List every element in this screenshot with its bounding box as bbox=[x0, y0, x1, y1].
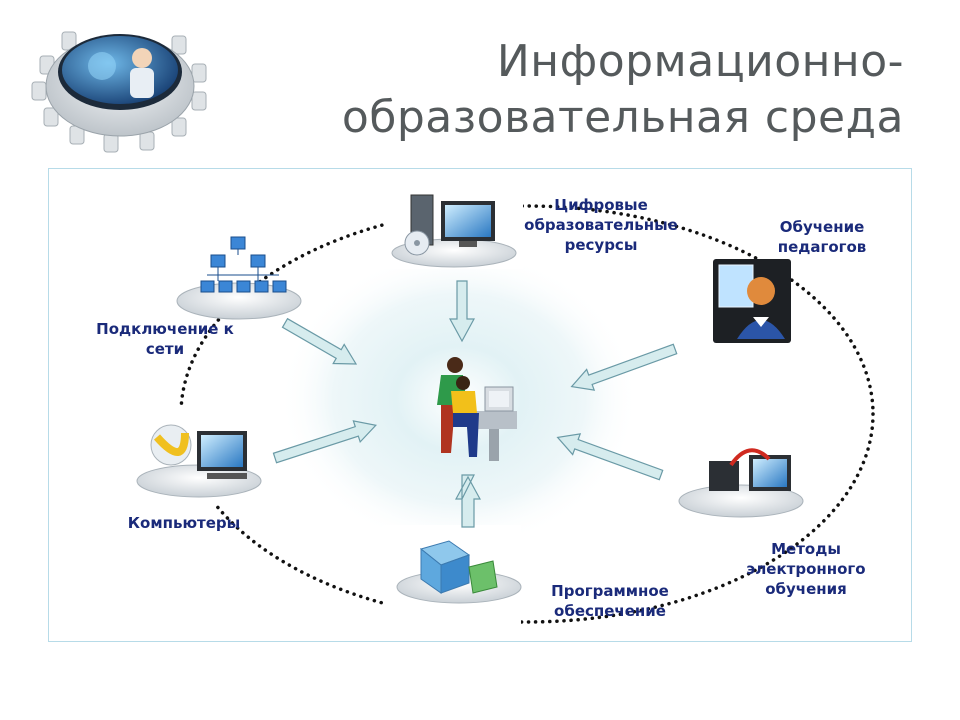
diagram-canvas bbox=[135, 187, 875, 625]
diagram-frame: Цифровые образовательные ресурсы Обучени… bbox=[48, 168, 912, 642]
label-digital-resources: Цифровые образовательные ресурсы bbox=[524, 196, 678, 254]
center-users-at-computer-icon bbox=[437, 357, 517, 461]
page-title: Информационно- образовательная среда bbox=[342, 34, 904, 146]
arrow-from-digital-resources bbox=[448, 280, 476, 343]
dotted-cycle-ring bbox=[179, 204, 875, 624]
label-software: Программное обеспечение bbox=[551, 582, 669, 620]
page-title-line-1: Информационно- bbox=[496, 36, 904, 87]
label-teacher-training: Обучение педагогов bbox=[777, 218, 867, 256]
page-title-line-2: образовательная среда bbox=[341, 92, 904, 143]
label-computers: Компьютеры bbox=[127, 514, 241, 532]
logo-round-table-image bbox=[31, 31, 207, 153]
label-network: Подключение к сети bbox=[96, 320, 234, 358]
arrow-from-teacher-training bbox=[570, 343, 678, 391]
network-hierarchy-icon bbox=[176, 236, 302, 320]
arrows-group bbox=[272, 280, 678, 528]
computers-icon bbox=[135, 405, 271, 505]
elearning-methods-icon bbox=[678, 448, 804, 518]
label-elearning-methods: Методы электронного обучения bbox=[746, 540, 866, 598]
arrow-from-computers bbox=[272, 420, 377, 464]
digital-resources-icon bbox=[385, 187, 523, 269]
arrow-from-software bbox=[454, 474, 482, 528]
teacher-training-icon bbox=[713, 259, 791, 343]
software-box-icon bbox=[383, 525, 522, 625]
arrow-from-elearning-methods bbox=[556, 433, 664, 481]
arrow-from-network bbox=[281, 317, 358, 365]
